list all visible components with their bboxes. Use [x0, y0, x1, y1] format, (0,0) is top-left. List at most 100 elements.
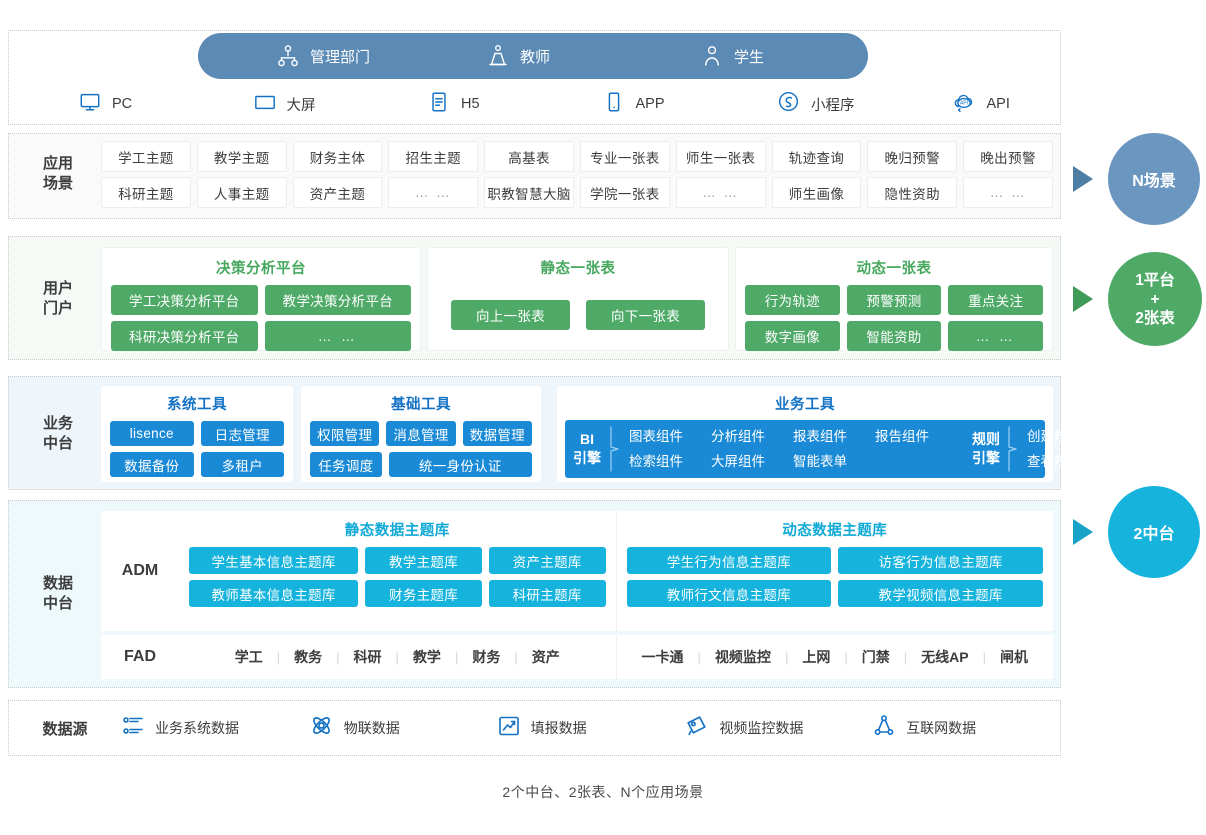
fad-item[interactable]: 上网 [802, 649, 831, 665]
tool-chip[interactable]: 多租户 [200, 452, 284, 477]
app-scenario-cell[interactable]: 晚出预警 [963, 141, 1053, 172]
role-item-management[interactable]: 管理部门 [198, 44, 444, 68]
tool-chip[interactable]: 消息管理 [386, 421, 456, 446]
portal-chip[interactable]: 学工决策分析平台 [111, 285, 258, 315]
chip-group: 权限管理 消息管理 数据管理 任务调度 统一身份认证 [301, 421, 541, 477]
fad-item[interactable]: 资产 [531, 649, 560, 665]
app-scenario-cell[interactable]: 职教智慧大脑 [484, 177, 574, 208]
tool-chip[interactable]: 统一身份认证 [388, 452, 532, 477]
data-source-item-video[interactable]: 视频监控数据 [684, 713, 872, 743]
eng-item[interactable]: 分析组件 [711, 429, 765, 444]
app-scenario-cell[interactable]: 晚归预警 [867, 141, 958, 172]
chip-row: 向上一张表 向下一张表 [451, 300, 705, 330]
channel-item-h5[interactable]: H5 [362, 91, 537, 118]
tool-chip[interactable]: 日志管理 [200, 421, 284, 446]
app-scenario-cell[interactable]: … … [388, 177, 479, 208]
repo-chip[interactable]: 学生基本信息主题库 [189, 547, 359, 574]
tool-chip[interactable]: lisence [110, 421, 194, 446]
tool-chip[interactable]: 数据备份 [110, 452, 194, 477]
repo-chip[interactable]: 访客行为信息主题库 [838, 547, 1043, 574]
channel-item-app[interactable]: APP [537, 91, 712, 118]
app-scenario-cell[interactable]: 学工主题 [101, 141, 191, 172]
chip-row: lisence 日志管理 [110, 421, 284, 446]
data-source-item-business[interactable]: 业务系统数据 [121, 714, 309, 743]
app-scenario-cell[interactable]: 轨迹查询 [771, 141, 862, 172]
fad-item[interactable]: 闸机 [999, 649, 1028, 665]
app-scenario-cell[interactable]: 师生画像 [771, 177, 862, 208]
fad-item[interactable]: 一卡通 [641, 649, 684, 665]
role-item-teacher[interactable]: 教师 [444, 44, 654, 68]
channel-item-pc[interactable]: PC [9, 91, 188, 118]
app-scenario-cell[interactable]: … … [963, 177, 1053, 208]
app-scenario-cell[interactable]: 隐性资助 [867, 177, 958, 208]
app-scenario-cell[interactable]: 科研主题 [101, 177, 191, 208]
tool-chip[interactable]: 任务调度 [310, 452, 382, 477]
portal-chip[interactable]: 向上一张表 [451, 300, 570, 330]
fad-item[interactable]: 视频监控 [714, 649, 771, 665]
app-scenario-cell[interactable]: 专业一张表 [579, 141, 670, 172]
portal-chip[interactable]: 向下一张表 [586, 300, 705, 330]
app-scenario-cell[interactable]: 教学主题 [196, 141, 287, 172]
eng-item[interactable]: 检索组件 [629, 454, 683, 469]
channel-item-large-screen[interactable]: 大屏 [188, 91, 363, 118]
repo-chip[interactable]: 学生行为信息主题库 [626, 547, 832, 574]
app-scenario-cell[interactable]: … … [675, 177, 766, 208]
portal-chip[interactable]: 重点关注 [948, 285, 1044, 315]
eng-row: 查看规则 [1027, 450, 1081, 473]
portal-chip[interactable]: … … [264, 321, 411, 351]
repo-chip[interactable]: 教师基本信息主题库 [189, 580, 359, 607]
eng-item[interactable]: 报表组件 [793, 429, 847, 444]
app-scenario-cell[interactable]: 学院一张表 [579, 177, 670, 208]
app-scenario-cell[interactable]: 师生一张表 [675, 141, 766, 172]
portal-chip[interactable]: … … [948, 321, 1044, 351]
app-scenario-cell[interactable]: 资产主题 [292, 177, 383, 208]
eng-item[interactable]: 图表组件 [629, 429, 683, 444]
app-scenario-cell[interactable]: 人事主题 [196, 177, 287, 208]
fad-item[interactable]: 财务 [472, 649, 501, 665]
static-repo-panel: 静态数据主题库 学生基本信息主题库 教学主题库 资产主题库 教师基本信息主题库 … [179, 511, 617, 631]
eng-row: 创建规则 [1027, 425, 1081, 448]
portal-chip[interactable]: 预警预测 [846, 285, 942, 315]
portal-chip[interactable]: 智能资助 [846, 321, 942, 351]
repo-chip[interactable]: 资产主题库 [488, 547, 606, 574]
data-source-item-iot[interactable]: 物联数据 [309, 713, 497, 743]
app-scenarios-row: 科研主题 人事主题 资产主题 … … 职教智慧大脑 学院一张表 … … 师生画像… [101, 177, 1053, 208]
repo-chip[interactable]: 教学主题库 [365, 547, 482, 574]
eng-item[interactable]: 创建规则 [1027, 429, 1081, 444]
fad-item[interactable]: 科研 [353, 649, 382, 665]
divider: | [784, 649, 789, 665]
eng-item[interactable]: 智能表单 [793, 454, 847, 469]
fad-item[interactable]: 学工 [234, 649, 263, 665]
tool-chip[interactable]: 权限管理 [310, 421, 380, 446]
data-source-item-internet[interactable]: 互联网数据 [872, 714, 1060, 743]
app-scenario-cell[interactable]: 招生主题 [388, 141, 479, 172]
repo-chip[interactable]: 教学视频信息主题库 [838, 580, 1043, 607]
role-item-student[interactable]: 学生 [654, 44, 868, 68]
fad-item[interactable]: 教学 [412, 649, 441, 665]
internet-node-icon [872, 714, 896, 743]
eng-item[interactable]: 大屏组件 [711, 454, 765, 469]
chip-row: 行为轨迹 预警预测 重点关注 [745, 285, 1044, 315]
tool-chip[interactable]: 数据管理 [462, 421, 532, 446]
channel-item-api[interactable]: API API [886, 90, 1061, 119]
repo-chip[interactable]: 财务主题库 [365, 580, 482, 607]
portal-chip[interactable]: 数字画像 [745, 321, 840, 351]
repo-chip[interactable]: 科研主题库 [488, 580, 606, 607]
eng-item[interactable]: 查看规则 [1027, 454, 1081, 469]
fad-item[interactable]: 门禁 [861, 649, 890, 665]
fad-item[interactable]: 无线AP [921, 649, 969, 665]
chip-row: 数据备份 多租户 [110, 452, 284, 477]
portal-chip[interactable]: 科研决策分析平台 [111, 321, 258, 351]
app-scenario-cell[interactable]: 高基表 [484, 141, 574, 172]
channels-band: 管理部门 教师 学生 [8, 30, 1061, 125]
portal-chip[interactable]: 行为轨迹 [745, 285, 840, 315]
app-scenario-cell[interactable]: 财务主体 [292, 141, 383, 172]
divider: | [395, 649, 399, 665]
channel-item-mini-program[interactable]: 小程序 [711, 90, 886, 118]
data-source-item-report[interactable]: 填报数据 [497, 714, 685, 743]
application-scenarios-band: 应用 场景 学工主题 教学主题 财务主体 招生主题 高基表 专业一张表 师生一张… [8, 133, 1061, 219]
repo-chip[interactable]: 教师行文信息主题库 [626, 580, 832, 607]
portal-chip[interactable]: 教学决策分析平台 [264, 285, 411, 315]
eng-item[interactable]: 报告组件 [875, 429, 929, 444]
fad-item[interactable]: 教务 [294, 649, 323, 665]
